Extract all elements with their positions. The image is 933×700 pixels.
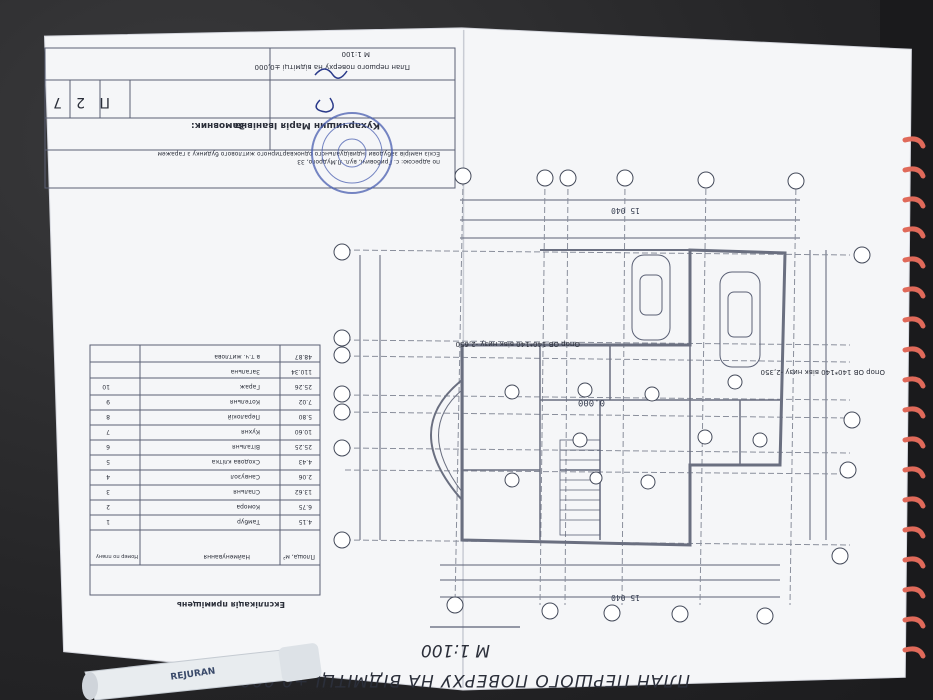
bay-window <box>430 379 463 501</box>
plan-title: ПЛАН ПЕРШОГО ПОВЕРХУ НА ВІДМІТЦІ ±0,000 <box>239 670 690 690</box>
explication-row: 9 Котельня 7.02 <box>106 398 312 405</box>
axis-bubbles-left <box>333 243 351 549</box>
stamp-customer-name: Кухарчишин Марія Іванівна <box>235 120 380 131</box>
explication-total-value: 110.34 <box>291 368 312 375</box>
svg-text:4: 4 <box>106 473 110 480</box>
explication-table: Експлікація приміщень Площа, м² Найменув… <box>89 344 321 610</box>
svg-text:3: 3 <box>106 488 110 495</box>
svg-text:7.02: 7.02 <box>298 398 312 405</box>
stamp-sheets: 7 <box>53 94 62 110</box>
svg-text:6.75: 6.75 <box>298 503 312 510</box>
svg-text:Сходова клітка: Сходова клітка <box>211 458 260 465</box>
axis-bubbles-top <box>454 167 805 190</box>
svg-text:6: 6 <box>106 443 110 450</box>
svg-text:5: 5 <box>106 458 110 465</box>
bay-window-inner <box>438 389 463 493</box>
svg-text:10.60: 10.60 <box>295 428 312 435</box>
outer-walls <box>460 248 787 547</box>
spiral-binding <box>902 136 926 659</box>
explication-row: 4 Санвузол 2.06 <box>106 473 312 480</box>
stamp-customer-label: Замовник: <box>191 120 245 130</box>
svg-text:Комора: Комора <box>236 503 260 510</box>
axis-bubbles-right <box>831 246 871 565</box>
explication-col-num: Номер по плану <box>96 553 138 559</box>
svg-text:2: 2 <box>106 503 110 510</box>
cream-tube: REJURAN <box>82 643 322 700</box>
signature-2 <box>315 97 334 113</box>
company-seal <box>311 112 393 194</box>
svg-text:Кухня: Кухня <box>241 428 260 435</box>
svg-text:Вітальня: Вітальня <box>232 443 260 450</box>
car-1 <box>631 254 671 341</box>
support-note-2: Опор ОВ 140*140 вівк низу -2,650 <box>456 340 580 348</box>
explication-row: 3 Спальня 13.62 <box>106 488 312 495</box>
svg-text:Котельня: Котельня <box>230 398 260 405</box>
explication-total-label: Загальна <box>230 368 260 375</box>
stamp-sheet: 2 <box>76 94 85 110</box>
svg-text:4.15: 4.15 <box>298 518 312 525</box>
explication-living-label: в т.ч. житлова <box>214 353 260 360</box>
explication-row: 1 Тамбур 4.15 <box>106 518 312 525</box>
explication-col-area: Площа, м² <box>282 553 315 560</box>
explication-row: 7 Кухня 10.60 <box>106 428 312 435</box>
axis-bubbles-bottom <box>446 596 774 625</box>
signature-1 <box>314 68 348 79</box>
stamp-scale: М 1:100 <box>342 50 370 58</box>
explication-row: 2 Комора 6.75 <box>106 503 312 510</box>
overall-dim-bottom: 15 040 <box>611 593 640 602</box>
svg-text:1: 1 <box>106 518 110 525</box>
plan-scale: М 1:100 <box>421 640 490 660</box>
explication-col-name: Найменування <box>203 553 250 560</box>
paper-sheet <box>43 27 912 691</box>
stamp-project-desc: Ескіз намірів забудови індивідуального о… <box>157 150 440 157</box>
svg-text:5.80: 5.80 <box>298 413 312 420</box>
overall-dim-top: 15 040 <box>611 206 640 215</box>
support-note-1: Опор ОВ 140*140 вівк низу -2,350 <box>761 368 885 376</box>
svg-text:8: 8 <box>106 413 110 420</box>
svg-text:Пералокій: Пералокій <box>228 413 260 420</box>
svg-text:2.06: 2.06 <box>298 473 312 480</box>
svg-text:7: 7 <box>106 428 110 435</box>
floor-plan: 0.000 Опор ОВ 140*140 вівк низу -2,350 О… <box>333 167 885 625</box>
stamp-stage: П <box>99 94 110 110</box>
svg-text:Гараж: Гараж <box>239 383 260 390</box>
svg-text:Санвузол: Санвузол <box>230 473 260 480</box>
svg-text:Тамбур: Тамбур <box>237 518 261 525</box>
svg-text:9: 9 <box>106 398 110 405</box>
car-2 <box>719 271 761 368</box>
svg-text:13.62: 13.62 <box>295 488 312 495</box>
svg-text:10: 10 <box>102 383 110 390</box>
explication-row: 6 Вітальня 25.25 <box>106 443 312 450</box>
svg-text:Спальня: Спальня <box>233 488 260 495</box>
explication-heading: Експлікація приміщень <box>177 600 285 610</box>
explication-living-value: 48.87 <box>295 353 312 360</box>
stamp-address: по адресою: с. Грибовичі, вул. Л.Мудрого… <box>297 158 440 165</box>
level-mark: 0.000 <box>578 397 605 407</box>
room-markers <box>504 374 768 490</box>
explication-row: 10 Гараж 25.26 <box>102 383 312 390</box>
svg-text:25.26: 25.26 <box>295 383 312 390</box>
title-block: Замовник: Кухарчишин Марія Іванівна Ескі… <box>44 47 456 189</box>
stamp-plan-caption: План першого поверху на відмітці ±0,000 <box>255 63 410 71</box>
explication-row: 5 Сходова клітка 4.43 <box>106 458 312 465</box>
svg-text:25.25: 25.25 <box>295 443 312 450</box>
explication-row: 8 Пералокій 5.80 <box>106 413 312 420</box>
svg-text:4.43: 4.43 <box>298 458 312 465</box>
